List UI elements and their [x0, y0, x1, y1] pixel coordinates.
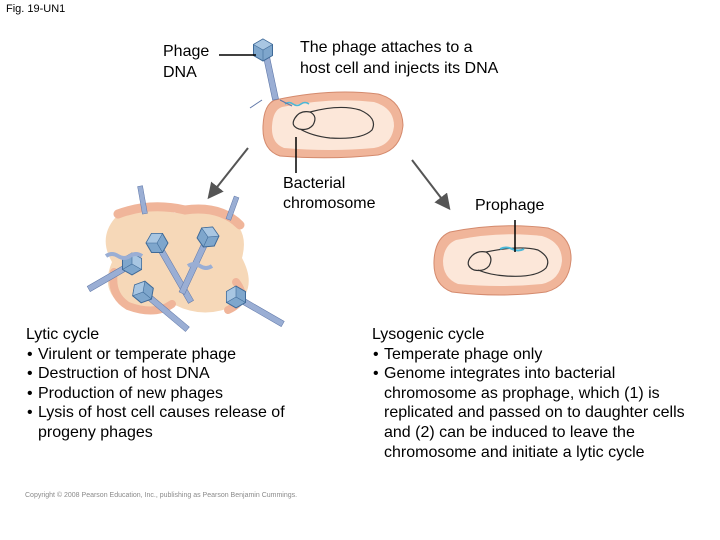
lysogenic-cycle-list: Temperate phage only Genome integrates i… — [372, 345, 712, 463]
bacterial-chromosome-loop — [292, 106, 375, 139]
prophage-segment — [499, 246, 525, 252]
list-item: Production of new phages — [26, 384, 326, 404]
arrow-to-lysogenic — [411, 159, 451, 211]
host-cell-top — [262, 91, 404, 159]
phage-dna-label: Phage DNA — [163, 43, 210, 81]
injected-dna — [284, 101, 310, 107]
copyright-notice: Copyright © 2008 Pearson Education, Inc.… — [25, 492, 298, 499]
list-item: Virulent or temperate phage — [26, 345, 326, 365]
lytic-cycle-list: Virulent or temperate phage Destruction … — [26, 345, 326, 443]
lytic-cycle-title: Lytic cycle — [26, 326, 100, 343]
list-item: Destruction of host DNA — [26, 364, 326, 384]
lytic-cycle-block: Lytic cycle Virulent or temperate phage … — [26, 325, 326, 443]
lysogenic-cycle-block: Lysogenic cycle Temperate phage only Gen… — [372, 325, 712, 462]
bacterial-chromosome-label: Bacterial chromosome — [283, 175, 376, 212]
prophage-label: Prophage — [475, 197, 545, 214]
list-item: Temperate phage only — [372, 345, 712, 365]
lysogenic-cycle-title: Lysogenic cycle — [372, 326, 485, 343]
lysogenic-chromosome — [467, 247, 549, 277]
list-item: Genome integrates into bacterial chromos… — [372, 364, 712, 462]
lysogenic-host-cell — [433, 225, 572, 296]
list-item: Lysis of host cell causes release of pro… — [26, 403, 326, 442]
arrow-to-lytic — [207, 147, 249, 200]
attaching-phage — [249, 38, 293, 109]
figure-label: Fig. 19-UN1 — [6, 3, 66, 15]
attach-caption: The phage attaches to a host cell and in… — [300, 39, 499, 77]
progeny-phages — [86, 185, 285, 332]
